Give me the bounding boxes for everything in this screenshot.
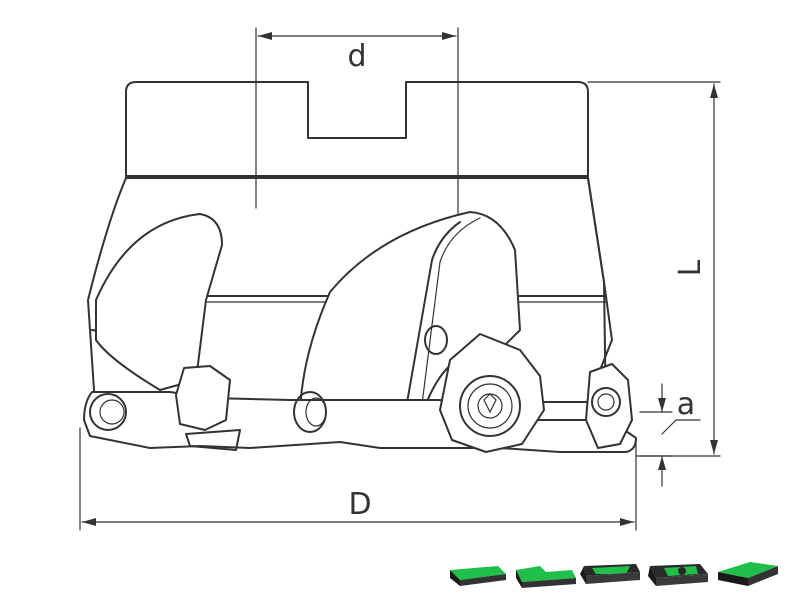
dimension-a: a (639, 383, 701, 487)
coolant-hole-left (89, 393, 127, 431)
insert-shape-1-icon (450, 566, 506, 586)
insert-shape-5-icon (718, 562, 778, 586)
insert-left (175, 365, 231, 431)
coolant-hole-mid (424, 325, 448, 355)
dimension-d: d (255, 27, 459, 215)
screw-head (459, 375, 521, 437)
shank-body (125, 81, 589, 179)
insert-shape-2-icon (516, 566, 576, 588)
insert-shape-4-icon (648, 564, 708, 586)
flute-left (95, 213, 223, 391)
insert-icons-row (450, 562, 778, 588)
dimension-a-label: a (677, 387, 695, 422)
dimension-L-label: L (673, 259, 708, 276)
insert-right (585, 363, 633, 449)
dimension-D: D (79, 427, 637, 531)
dimension-d-label: d (347, 39, 366, 74)
insert-shape-3-icon (580, 564, 640, 584)
dimension-D-label: D (348, 487, 371, 522)
